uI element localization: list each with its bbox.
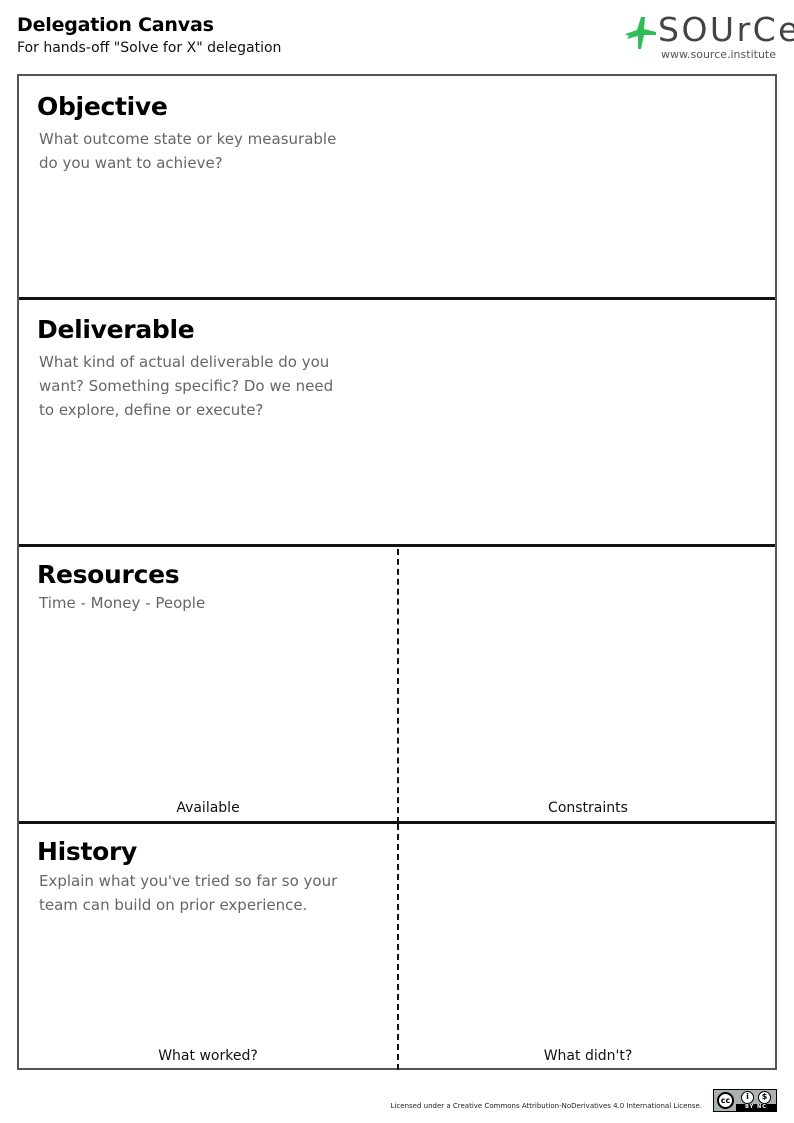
license-text: Licensed under a Creative Commons Attrib… xyxy=(390,1102,702,1110)
history-divider xyxy=(397,824,399,1070)
non-commercial-icon: $ xyxy=(758,1091,771,1104)
objective-section: Objective What outcome state or key meas… xyxy=(19,76,775,300)
attribution-icon: i xyxy=(741,1091,754,1104)
document-subtitle: For hands-off "Solve for X" delegation xyxy=(17,40,282,56)
what-worked-label: What worked? xyxy=(158,1048,258,1064)
logo-wordmark: SOUrCe xyxy=(658,10,794,49)
green-bird-icon xyxy=(625,17,656,49)
objective-description: What outcome state or key measurable do … xyxy=(39,130,337,172)
objective-heading: Objective xyxy=(37,92,168,121)
creative-commons-badge: cc i $ BY NC xyxy=(713,1089,777,1112)
resources-description: Time - Money - People xyxy=(39,594,206,612)
document-title: Delegation Canvas xyxy=(17,14,214,36)
license-strip: BY NC xyxy=(736,1104,776,1111)
cc-icon: cc xyxy=(717,1092,734,1109)
resources-heading: Resources xyxy=(37,560,180,589)
history-section: History Explain what you've tried so far… xyxy=(19,824,775,1070)
deliverable-description: What kind of actual deliverable do you w… xyxy=(39,353,334,419)
available-label: Available xyxy=(176,800,240,816)
logo-url: www.source.institute xyxy=(661,48,776,61)
deliverable-heading: Deliverable xyxy=(37,315,195,344)
history-description: Explain what you've tried so far so your… xyxy=(39,872,338,914)
what-didnt-label: What didn't? xyxy=(543,1048,633,1064)
delegation-canvas: Objective What outcome state or key meas… xyxy=(17,74,777,1070)
source-logo: SOUrCe www.source.institute xyxy=(616,10,794,66)
deliverable-section: Deliverable What kind of actual delivera… xyxy=(19,300,775,547)
history-heading: History xyxy=(37,837,138,866)
resources-section: Resources Time - Money - People Availabl… xyxy=(19,547,775,824)
resources-divider xyxy=(397,549,399,823)
constraints-label: Constraints xyxy=(548,800,628,816)
